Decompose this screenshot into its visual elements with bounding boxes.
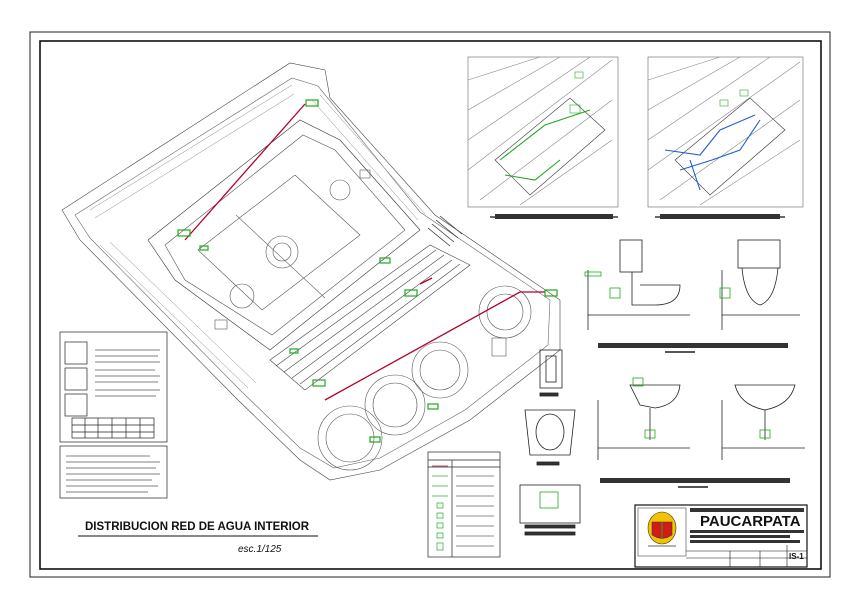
detail-plan-water-sshh	[467, 56, 619, 219]
sink-detail-side	[597, 377, 690, 460]
water-pipe-network	[184, 103, 545, 401]
sink-detail-front	[721, 384, 805, 460]
toilet-detail-front	[719, 239, 800, 330]
site-plan	[61, 62, 561, 481]
specification-panel	[59, 331, 168, 443]
title-block: PAUCARPATA IS-1	[634, 504, 808, 568]
notes-panel	[59, 445, 168, 499]
drawing-scale: esc.1/125	[238, 544, 282, 555]
detail-plan-drain-sshh	[647, 56, 804, 219]
sheet-outer-border	[29, 31, 831, 578]
municipal-seal-icon	[647, 511, 677, 547]
detail-caption-sink	[600, 478, 790, 488]
fixture-markers	[177, 99, 558, 443]
detail-caption-toilet	[598, 343, 788, 353]
symbol-legend-table	[427, 451, 501, 558]
municipality-name: PAUCARPATA	[700, 513, 801, 530]
register-box-detail	[519, 349, 581, 536]
drawing-title: DISTRIBUCION RED DE AGUA INTERIOR	[85, 521, 310, 533]
toilet-detail-side	[584, 239, 690, 330]
sheet-code: IS-1	[789, 552, 804, 561]
sheet-inner-border	[39, 40, 822, 570]
